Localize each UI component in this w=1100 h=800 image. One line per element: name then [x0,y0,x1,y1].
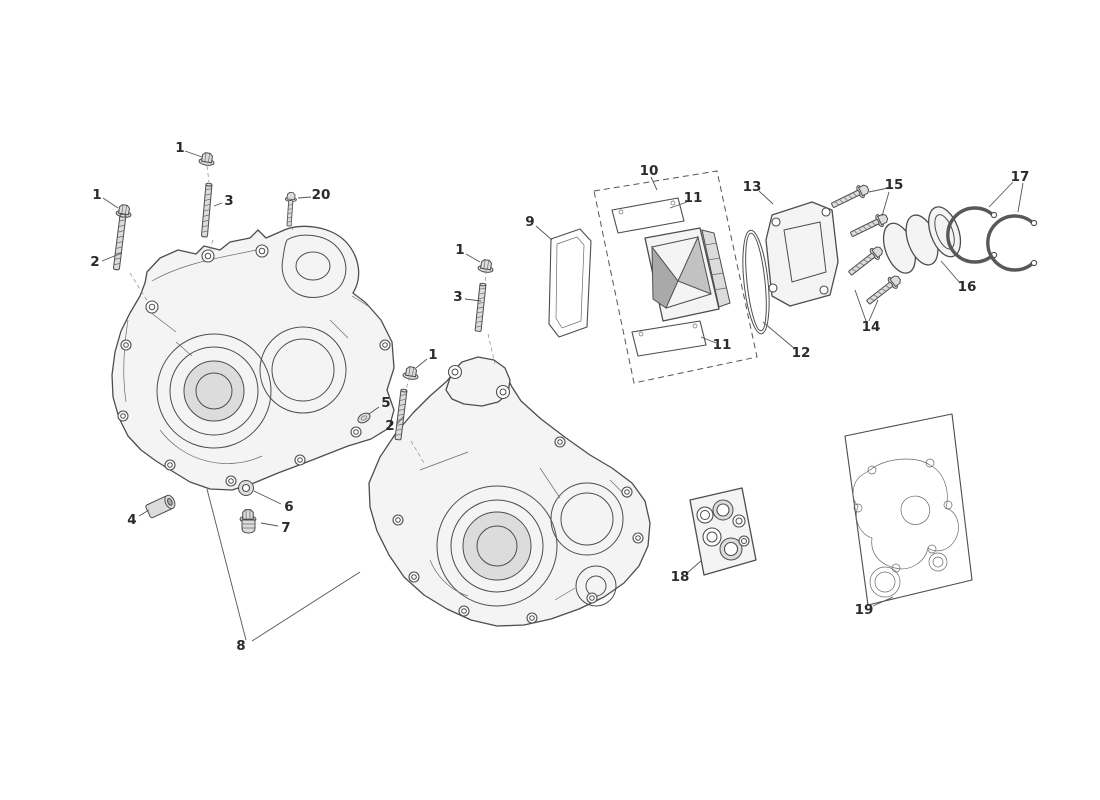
flange-bolt-14a [845,243,886,279]
callout-8: 8 [236,638,245,654]
callout-2b: 2 [385,418,394,434]
crankcase-half-right [368,356,651,627]
reed-sheet-bottom [631,320,707,357]
callout-4: 4 [127,512,136,528]
gasket-set-19 [844,413,973,606]
bolt-holes-left-case [117,244,391,487]
reed-spacer-13 [765,201,839,307]
callout-1b: 1 [92,187,101,203]
screw-20 [283,191,298,227]
dowel-pin-5 [357,412,371,424]
circlips-17 [946,206,1038,272]
bushing-4 [145,494,176,519]
stud-bolt-3b [474,282,487,333]
intake-sleeve-16 [882,206,962,274]
callout-17: 17 [1011,169,1030,185]
callout-1d: 1 [428,347,437,363]
callout-5: 5 [381,395,390,411]
washer-6 [238,480,254,496]
fasteners [112,151,496,464]
callout-2a: 2 [90,254,99,270]
callout-19: 19 [855,602,874,618]
callout-10: 10 [640,163,659,179]
callout-3a: 3 [224,193,233,209]
callout-11a: 11 [684,190,703,206]
kit-boundary-box [593,170,758,384]
reed-sheet-top [611,197,685,234]
callout-20: 20 [312,187,331,203]
reed-valve-kit-10 [593,170,758,384]
flange-nut-1a [198,151,216,167]
crankcase-half-left [111,225,395,491]
callout-9: 9 [525,214,534,230]
drain-plug-7 [239,509,257,534]
callout-6: 6 [284,499,293,515]
flange-nut-1d [402,365,420,381]
stud-bolt-2a [112,213,127,271]
callout-15: 15 [885,177,904,193]
callout-1a: 1 [175,140,184,156]
reed-valve-block [644,227,731,322]
bolt-holes-right-case [392,436,644,624]
callout-1c: 1 [455,242,464,258]
flange-bolt-15a [828,181,872,212]
callout-13: 13 [743,179,762,195]
flange-bolt-14b [863,272,904,308]
callout-11b: 11 [713,337,732,353]
callout-lines [101,150,1024,642]
intake-flange [445,356,511,407]
callout-labels: 1 3 1 2 20 1 3 1 2 5 4 6 7 8 9 10 11 11 … [90,140,1029,654]
callout-3b: 3 [453,289,462,305]
callout-16: 16 [958,279,977,295]
callout-18: 18 [671,569,690,585]
stud-bolt-3a [200,182,213,238]
center-gasket-9 [548,228,592,338]
callout-7: 7 [281,520,290,536]
seal-kit-18 [689,487,757,576]
callout-12: 12 [792,345,811,361]
o-ring-12 [742,229,770,335]
callout-14: 14 [862,319,881,335]
